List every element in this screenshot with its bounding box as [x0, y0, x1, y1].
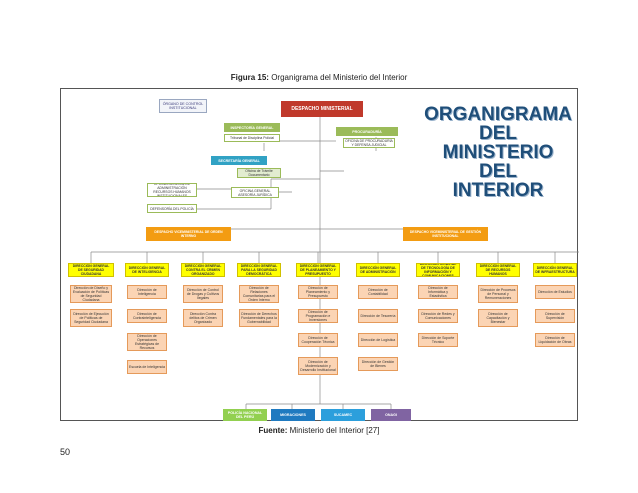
direccion-box: Dirección de Contrainteligencia: [127, 309, 167, 323]
chart-title: ORGANIGRAMA DEL MINISTERIO DEL INTERIOR: [423, 105, 573, 200]
sec-left-box-1: OFICINA GENERAL DE ADMINISTRACIÓN RECURS…: [147, 183, 197, 197]
direccion-box: Dirección de Cooperación Técnica: [298, 333, 338, 347]
direccion-box: Dirección de Capacitación y Bienestar: [478, 309, 518, 327]
direccion-box: Dirección de Informática y Estadística: [418, 285, 458, 299]
dg-box: DIRECCIÓN GENERAL DE SEGURIDAD CIUDADANA: [68, 263, 114, 277]
vice-gestion-institucional-box: DESPACHO VICEMINISTERIAL DE GESTIÓN INST…: [403, 227, 488, 241]
chart-title-line: MINISTERIO DEL: [442, 142, 554, 182]
direccion-box: Dirección de Gestión de Bienes: [358, 357, 398, 371]
direccion-box: Dirección de Programación e Inversiones: [298, 309, 338, 323]
source-caption-label: Fuente:: [258, 426, 288, 435]
direccion-box: Dirección de Control de Drogas y Cultivo…: [183, 285, 223, 303]
figure-caption-label: Figura 15:: [230, 73, 269, 82]
vice-orden-interno-box: DESPACHO VICEMINISTERIAL DE ORDEN INTERN…: [146, 227, 231, 241]
direccion-box: Dirección de Modernización y Desarrollo …: [298, 357, 338, 375]
procuraduria-sub-box: OFICINA DE PROCURADURÍA Y DEFENSA JUDICI…: [343, 138, 395, 148]
despacho-ministerial-box: DESPACHO MINISTERIAL: [281, 101, 363, 117]
figure-caption-text: Organigrama del Ministerio del Interior: [271, 73, 408, 82]
direccion-box: Dirección de Redes y Comunicaciones: [418, 309, 458, 323]
dg-box: DIRECCIÓN GENERAL CONTRA EL CRIMEN ORGAN…: [181, 263, 225, 277]
tramite-box: Oficina de Trámite Documentario: [237, 168, 281, 178]
source-caption-text: Ministerio del Interior [27]: [289, 426, 380, 435]
dg-box: DIRECCIÓN GENERAL DE INFRAESTRUCTURA: [533, 263, 577, 277]
chart-title-line: ORGANIGRAMA DEL: [424, 104, 572, 144]
direccion-box: Dirección de Estudios: [535, 285, 575, 299]
direccion-box: Dirección de Planeamiento y Presupuesto: [298, 285, 338, 299]
dg-box: DIRECCIÓN GENERAL DE RECURSOS HUMANOS: [476, 263, 520, 277]
procuraduria-box: PROCURADURÍA: [336, 127, 398, 136]
direccion-box: Dirección de Contabilidad: [358, 285, 398, 299]
inspectoria-box: INSPECTORÍA GENERAL: [224, 123, 280, 132]
sec-left-box-2: DEFENSORÍA DEL POLICÍA: [147, 204, 197, 213]
tribunal-box: Tribunal de Disciplina Policial: [224, 134, 280, 142]
secretaria-general-box: SECRETARÍA GENERAL: [211, 156, 267, 165]
onagi-box: ONAGI: [371, 409, 411, 421]
direccion-box: Dirección de Supervisión: [535, 309, 575, 323]
page-number: 50: [60, 447, 71, 457]
organo-control-box: ÓRGANO DE CONTROL INSTITUCIONAL: [159, 99, 207, 113]
org-chart-frame: ORGANIGRAMA DEL MINISTERIO DEL INTERIOR …: [60, 88, 579, 421]
direccion-box: Dirección de Diseño y Evaluación de Polí…: [70, 285, 112, 303]
dg-box: DIRECCIÓN GENERAL PARA LA SEGURIDAD DEMO…: [237, 263, 281, 277]
direccion-box: Dirección de Relaciones Comunitarias par…: [239, 285, 279, 303]
direccion-box: Dirección de Liquidación de Obras: [535, 333, 575, 347]
direccion-box: Dirección de Inteligencia: [127, 285, 167, 299]
source-caption: Fuente: Ministerio del Interior [27]: [0, 426, 638, 435]
direccion-box: Dirección de Ejecución de Políticas de S…: [70, 309, 112, 327]
direccion-box: Escuela de Inteligencia: [127, 360, 167, 374]
figure-caption: Figura 15: Organigrama del Ministerio de…: [0, 73, 638, 82]
direccion-box: Dirección de Logística: [358, 333, 398, 347]
dg-box: DIRECCIÓN GENERAL DE ADMINISTRACIÓN: [356, 263, 400, 277]
dg-box: DIRECCIÓN GENERAL DE INTELIGENCIA: [125, 263, 169, 277]
direccion-box: Dirección Contra delitos de Crimen Organ…: [183, 309, 223, 327]
direccion-box: Dirección de Derechos Fundamentales para…: [239, 309, 279, 327]
direccion-box: Dirección de Tesorería: [358, 309, 398, 323]
migraciones-box: MIGRACIONES: [271, 409, 315, 421]
chart-title-line: INTERIOR: [452, 180, 544, 201]
direccion-box: Dirección de Soporte Técnico: [418, 333, 458, 347]
sucamec-box: SUCAMEC: [321, 409, 365, 421]
dg-box: DIRECCIÓN GENERAL DE PLANEAMIENTO Y PRES…: [296, 263, 340, 277]
direccion-box: Dirección de Procesos de Personal y Remu…: [478, 285, 518, 303]
dg-box: DIRECCIÓN GENERAL DE TECNOLOGÍA DE INFOR…: [416, 263, 460, 277]
policia-nacional-box: POLICÍA NACIONAL DEL PERÚ: [223, 409, 267, 421]
sec-right-box: OFICINA GENERAL ASESORÍA JURÍDICA: [231, 187, 279, 198]
direccion-box: Dirección de Operaciones Estratégicas de…: [127, 333, 167, 351]
